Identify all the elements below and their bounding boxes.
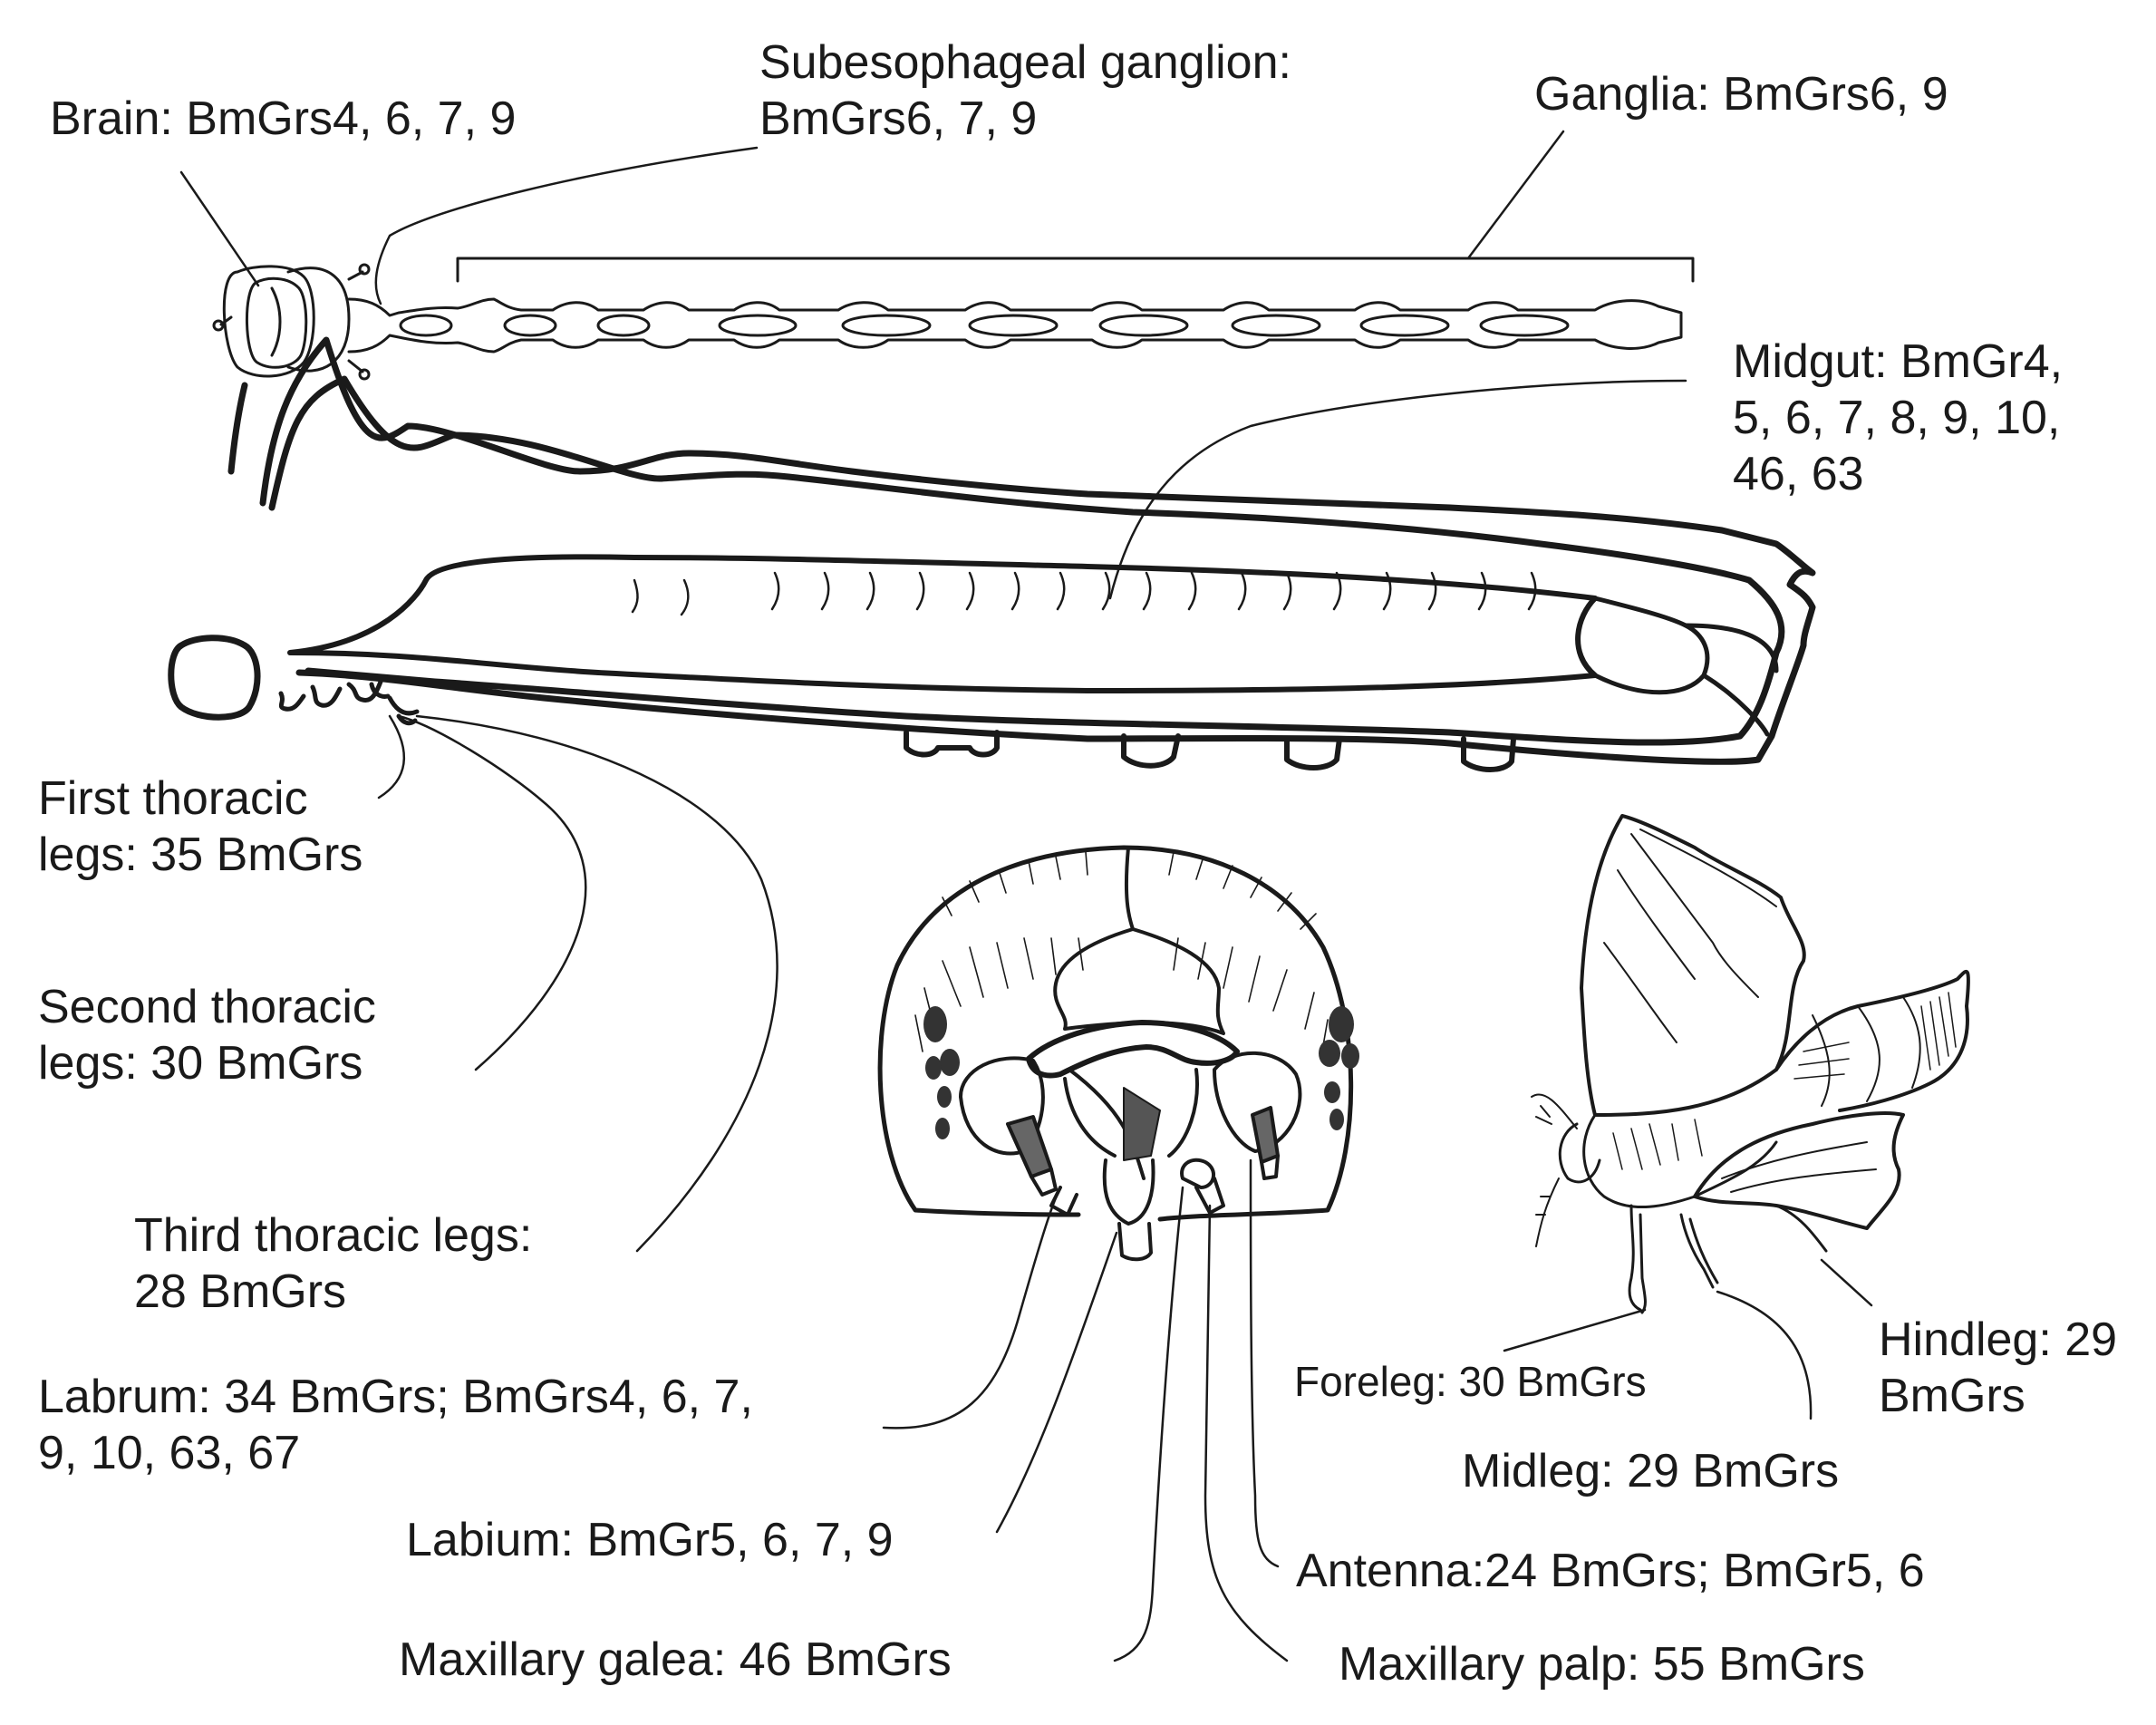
frons <box>1053 927 1225 1035</box>
leader-brain <box>179 170 260 287</box>
labium-drawing <box>1102 1158 1155 1262</box>
moth-thorax <box>1582 1113 1778 1208</box>
label-midgut: Midgut: BmGr4, 5, 6, 7, 8, 9, 10, 46, 63 <box>1733 335 2064 500</box>
thoracic-legs <box>278 679 420 726</box>
label-maxillary-palp: Maxillary palp: 55 BmGrs <box>1339 1638 1865 1691</box>
head-capsule <box>877 845 1354 1222</box>
ganglia-bracket <box>456 257 1695 283</box>
leader-labrum <box>882 1190 1060 1429</box>
leader-antenna <box>1249 1158 1280 1568</box>
label-hindleg: Hindleg: 29 BmGrs <box>1879 1313 2118 1422</box>
leader-midleg <box>1716 1290 1813 1420</box>
larva-head <box>168 635 261 721</box>
leader-hindleg <box>1820 1258 1873 1307</box>
midgut-drawing <box>287 554 1598 693</box>
leader-first-thoracic <box>377 714 406 800</box>
stemmata <box>923 1006 1359 1139</box>
leader-foreleg <box>1503 1308 1647 1352</box>
label-labrum: Labrum: 34 BmGrs; BmGrs4, 6, 7, 9, 10, 6… <box>38 1371 753 1479</box>
antenna-drawing <box>1006 1115 1053 1178</box>
leader-subesophageal <box>374 146 759 305</box>
prolegs <box>904 730 1516 772</box>
leader-midgut <box>1108 379 1687 600</box>
moth-abdomen <box>1774 969 1970 1112</box>
leader-lines <box>179 130 1873 1662</box>
larval-head-front <box>877 845 1359 1262</box>
moth-legs <box>1628 1204 1647 1314</box>
leader-maxillary-galea <box>1113 1186 1184 1662</box>
leader-maxillary-palp <box>1204 1204 1289 1662</box>
leader-second-thoracic <box>397 714 587 1071</box>
ganglion-chain <box>347 297 1683 354</box>
nervous-system <box>212 257 1695 381</box>
adult-moth <box>1531 814 1970 1314</box>
larva-body <box>168 336 1816 772</box>
label-brain: Brain: BmGrs4, 6, 7, 9 <box>50 92 517 145</box>
leader-ganglia <box>1466 130 1565 260</box>
labrum-drawing <box>1026 1020 1240 1079</box>
label-subesophageal-ganglion: Subesophageal ganglion: BmGrs6, 7, 9 <box>759 36 1291 145</box>
label-ganglia: Ganglia: BmGrs6, 9 <box>1534 68 1948 121</box>
label-third-thoracic-legs: Third thoracic legs: 28 BmGrs <box>134 1209 533 1318</box>
forewing <box>1580 814 1806 1117</box>
label-maxillary-galea: Maxillary galea: 46 BmGrs <box>399 1633 952 1686</box>
label-foreleg: Foreleg: 30 BmGrs <box>1294 1358 1647 1405</box>
label-midleg: Midleg: 29 BmGrs <box>1462 1445 1840 1497</box>
hindwing <box>1693 1111 1905 1230</box>
label-labium: Labium: BmGr5, 6, 7, 9 <box>406 1514 894 1566</box>
leader-labium <box>995 1231 1118 1534</box>
brain-drawing <box>212 263 371 381</box>
label-second-thoracic-legs: Second thoracic legs: 30 BmGrs <box>38 981 376 1090</box>
label-first-thoracic-legs: First thoracic legs: 35 BmGrs <box>38 772 363 881</box>
leader-third-thoracic <box>415 714 778 1253</box>
gut-hairs <box>631 571 1537 616</box>
larva-outline <box>227 336 1816 765</box>
label-antenna: Antenna:24 BmGrs; BmGr5, 6 <box>1296 1545 1925 1597</box>
